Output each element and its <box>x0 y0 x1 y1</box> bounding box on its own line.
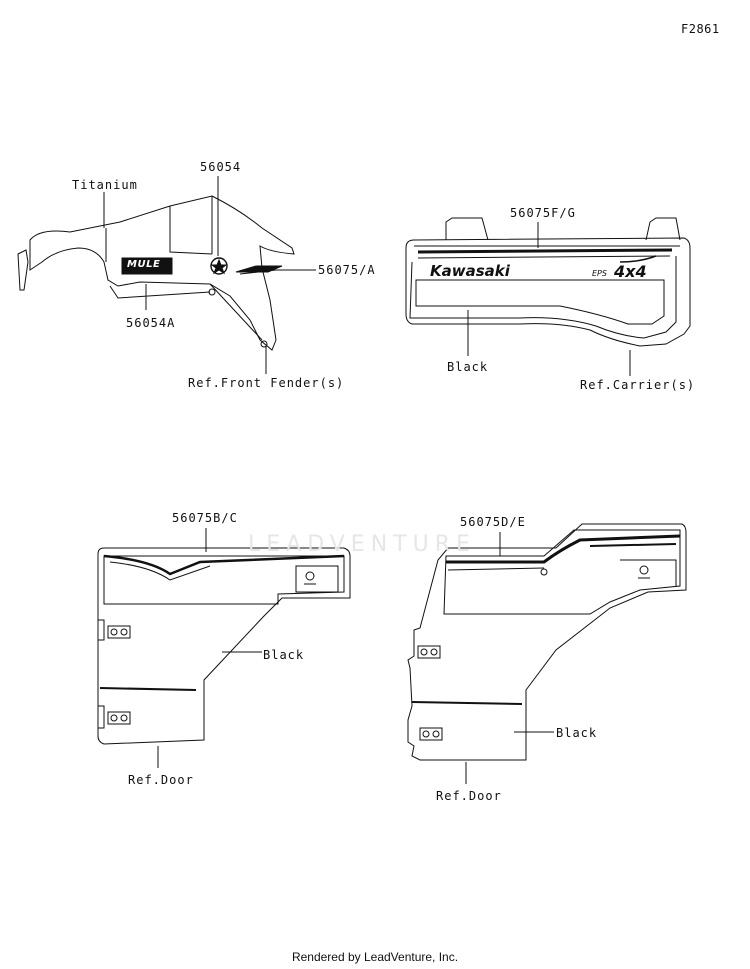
label-ref-front-fender: Ref.Front Fender(s) <box>188 376 345 390</box>
door-right-drawing <box>407 523 687 761</box>
emblem-icon <box>210 257 228 275</box>
mule-badge-text: MULE <box>127 259 161 270</box>
eps-text: EPS <box>592 269 607 278</box>
label-ref-carrier: Ref.Carrier(s) <box>580 378 696 392</box>
label-black-carrier: Black <box>447 360 489 374</box>
label-ref-door-left: Ref.Door <box>128 773 194 787</box>
label-black-door-right: Black <box>556 726 598 740</box>
part-56075-b-c[interactable]: 56075B/C <box>172 511 238 525</box>
four-by-four-text: 4x4 <box>613 262 647 281</box>
part-56075-d-e[interactable]: 56075D/E <box>460 515 526 529</box>
part-56075-f-g[interactable]: 56075F/G <box>510 206 576 220</box>
door-left-drawing <box>97 547 351 745</box>
label-titanium: Titanium <box>72 178 138 192</box>
part-56054[interactable]: 56054 <box>200 160 242 174</box>
carrier-drawing: Kawasaki 4x4 EPS <box>405 217 691 347</box>
label-black-door-left: Black <box>263 648 305 662</box>
figure-id: F2861 <box>681 22 720 36</box>
part-56075-a[interactable]: 56075/A <box>318 263 376 277</box>
kawasaki-logo-text: Kawasaki <box>430 262 511 280</box>
leader-lines <box>103 176 631 784</box>
front-fender-drawing <box>17 195 295 351</box>
label-ref-door-right: Ref.Door <box>436 789 502 803</box>
footer-credit: Rendered by LeadVenture, Inc. <box>291 950 459 964</box>
mule-badge-icon <box>121 257 173 275</box>
watermark: LEADVENTURE <box>248 532 476 557</box>
part-56054a[interactable]: 56054A <box>126 316 176 330</box>
